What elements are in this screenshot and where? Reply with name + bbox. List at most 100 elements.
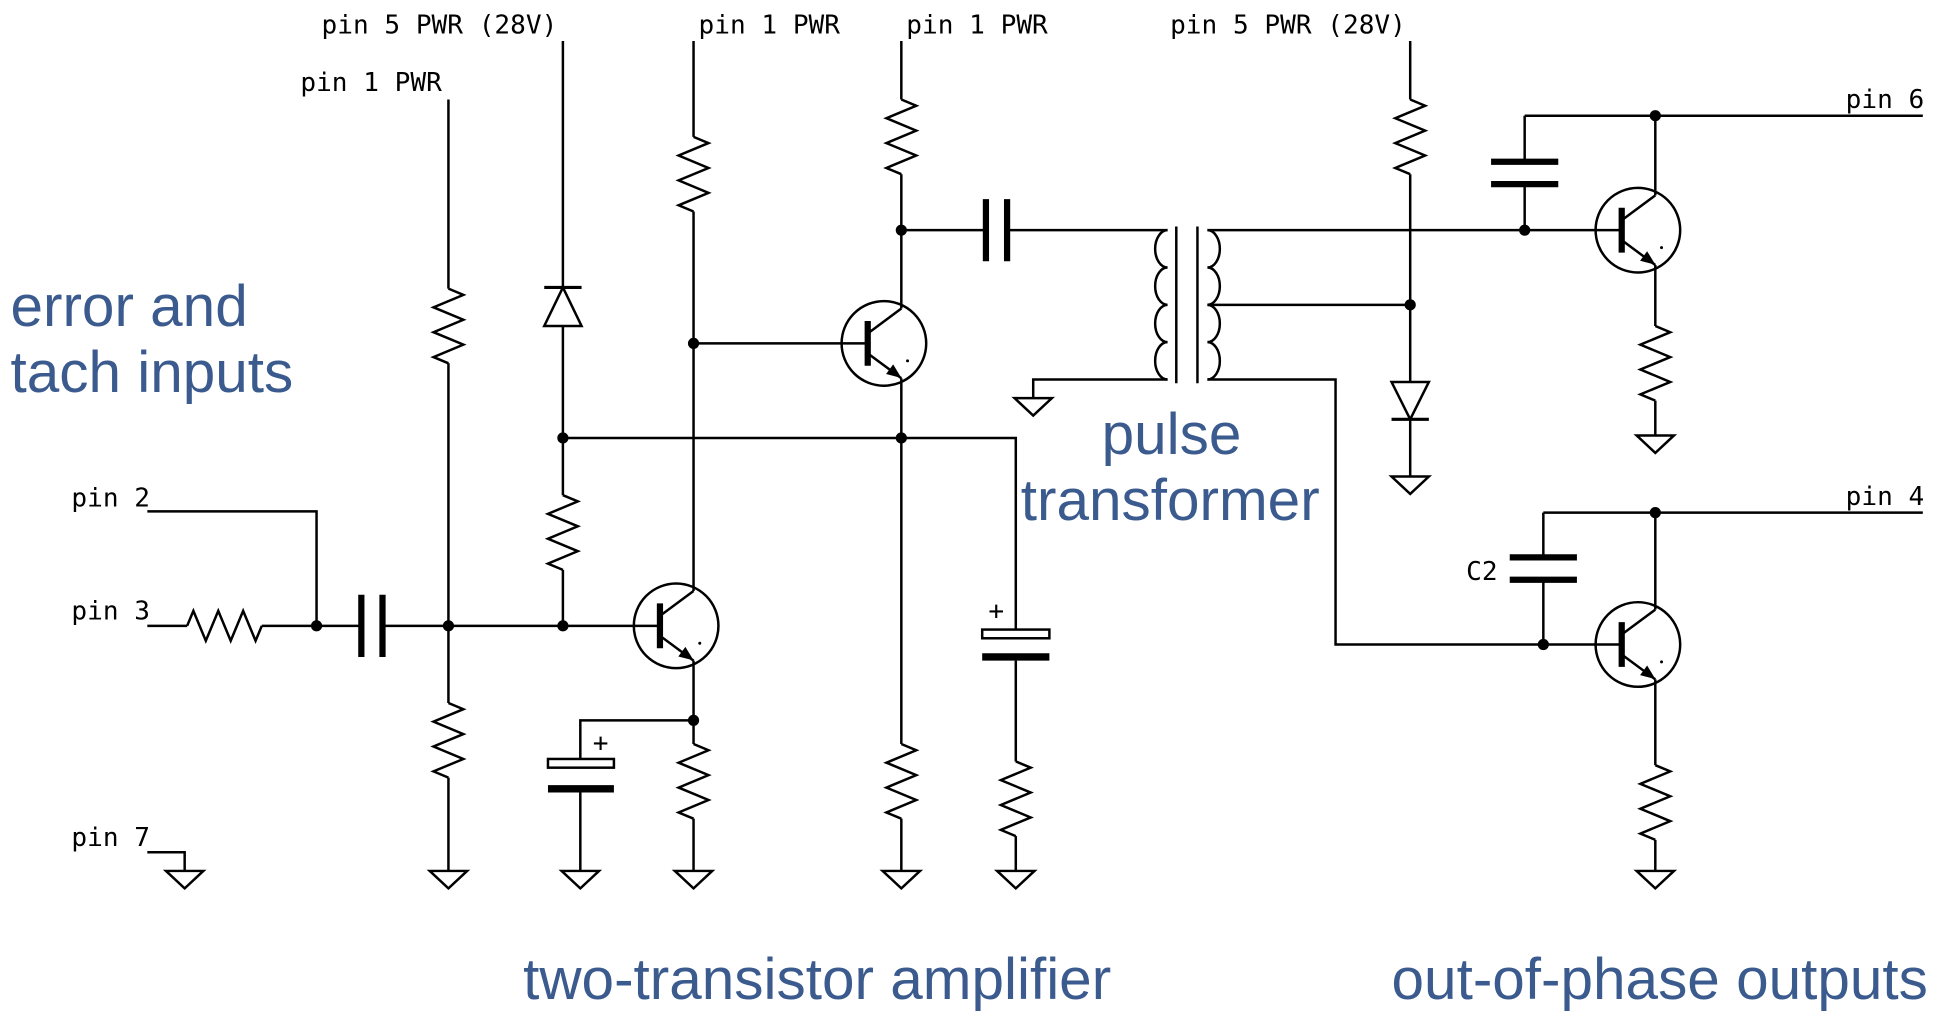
transistor-t3 (1594, 186, 1682, 274)
transistors (632, 186, 1682, 689)
ground-symbol (1011, 396, 1056, 418)
annotation-transformer-line1: pulse (1102, 402, 1242, 467)
capacitor-t3-base (1491, 158, 1559, 188)
transistor-body (632, 582, 720, 670)
pin-label-2: pin 2 (71, 483, 150, 513)
polarity-plus-label: + (988, 597, 1004, 627)
ground-symbol (993, 869, 1038, 891)
ground-symbol (671, 869, 716, 891)
transformer-primary-coil (1153, 228, 1168, 381)
transistor-emitter-arrow (678, 646, 694, 661)
transistor-emitter-arrow (886, 364, 902, 378)
junction-dot (895, 432, 907, 444)
wire-pin7-ground (147, 851, 186, 871)
pulse-transformer (1153, 226, 1222, 384)
resistors (186, 98, 1674, 841)
diode-triangle (1389, 380, 1431, 423)
capacitor-c2 (1509, 554, 1577, 583)
power-label-pin1-t2: pin 1 PWR (906, 11, 1048, 41)
ground-symbol (1388, 475, 1433, 496)
transistor-t1 (632, 582, 720, 670)
resistor-t1-collector (675, 135, 712, 213)
pin-labels: pin 5 PWR (28V) pin 1 PWR pin 1 PWR pin … (71, 11, 1924, 853)
transistor-collector-lead (659, 589, 695, 617)
wire-t2-collector (900, 41, 1168, 309)
ground-symbol (162, 869, 207, 891)
junction-dot (557, 432, 569, 444)
wire-secondary (1207, 228, 1622, 646)
wire-t4-collector (1542, 511, 1923, 645)
transistor-mark (698, 641, 702, 645)
junction-dot (1649, 110, 1661, 122)
resistor-bias-lower (430, 701, 467, 779)
transistor-collector-lead (1620, 608, 1657, 636)
resistor-feedback (544, 494, 582, 571)
wire-pin2-input (147, 510, 318, 626)
capacitor-interstage-coupling (982, 199, 1011, 262)
transistor-collector-lead (1620, 194, 1657, 222)
junction-dot (310, 620, 323, 632)
junction-dot (1519, 224, 1531, 236)
junction-dot (687, 337, 700, 349)
resistor-t4-emitter (1637, 764, 1674, 841)
ground-symbol (426, 869, 471, 891)
transistor-mark (906, 359, 910, 363)
power-label-28v-right: pin 5 PWR (28V) (1170, 11, 1406, 41)
capacitor-positive-plate (980, 628, 1051, 640)
grounds (162, 396, 1678, 891)
ground-symbol (879, 869, 924, 891)
diodes (542, 284, 1431, 423)
junction-dot (687, 714, 700, 726)
power-label-pin1-t1: pin 1 PWR (699, 11, 841, 41)
resistor-center-tap (1392, 98, 1429, 176)
diode-triangle (542, 284, 584, 328)
pin-label-6: pin 6 (1846, 85, 1925, 115)
annotation-inputs-line2: tach inputs (10, 340, 293, 405)
polarity-plus-label: + (593, 728, 609, 758)
transistor-body (840, 299, 928, 387)
component-label-c2: C2 (1466, 557, 1497, 587)
resistor-input (186, 607, 263, 644)
diode-clamp (542, 284, 584, 328)
capacitor-input-coupling (358, 594, 386, 657)
annotation-amplifier: two-transistor amplifier (523, 947, 1111, 1012)
junctions (310, 110, 1661, 726)
capacitors: + + (358, 158, 1577, 793)
transistor-emitter-arrow (1640, 251, 1656, 265)
resistor-t3-emitter (1637, 324, 1674, 402)
transistor-emitter-arrow (1640, 665, 1656, 680)
resistor-bypass (997, 760, 1034, 838)
resistor-t2-collector (883, 98, 920, 176)
power-label-28v-left: pin 5 PWR (28V) (322, 11, 558, 41)
annotation-transformer-line2: transformer (1021, 468, 1320, 533)
section-annotations: error and tach inputs pulse transformer … (10, 274, 1927, 1012)
resistor-t2-emitter (883, 742, 920, 820)
junction-dot (442, 620, 455, 632)
annotation-inputs-line1: error and (10, 274, 247, 339)
power-label-pin1-left: pin 1 PWR (300, 68, 442, 98)
transistor-body (1594, 186, 1682, 274)
wire-feedback-bus (562, 436, 1018, 871)
junction-dot (1537, 638, 1549, 651)
transistor-t4 (1594, 600, 1682, 689)
ground-symbol (1633, 869, 1678, 891)
resistor-t1-emitter (675, 742, 712, 820)
resistor-bias-upper (430, 287, 467, 365)
junction-dot (895, 224, 907, 236)
diode-center-tap (1389, 380, 1431, 423)
wire-t3-collector (1523, 114, 1923, 231)
pin-label-3: pin 3 (71, 597, 150, 627)
wires (147, 41, 1923, 871)
transformer-secondary-coil (1207, 228, 1222, 381)
transistor-mark (1660, 660, 1664, 664)
ground-symbol (1633, 434, 1678, 455)
capacitor-feedback-polarized: + (980, 597, 1051, 661)
pin-label-4: pin 4 (1846, 482, 1925, 512)
wire-primary-return (1031, 378, 1168, 399)
junction-dot (1649, 507, 1661, 519)
wire-t1-emitter (579, 660, 695, 871)
capacitor-t1-emitter-polarized: + (546, 728, 616, 793)
transistor-mark (1660, 246, 1664, 250)
